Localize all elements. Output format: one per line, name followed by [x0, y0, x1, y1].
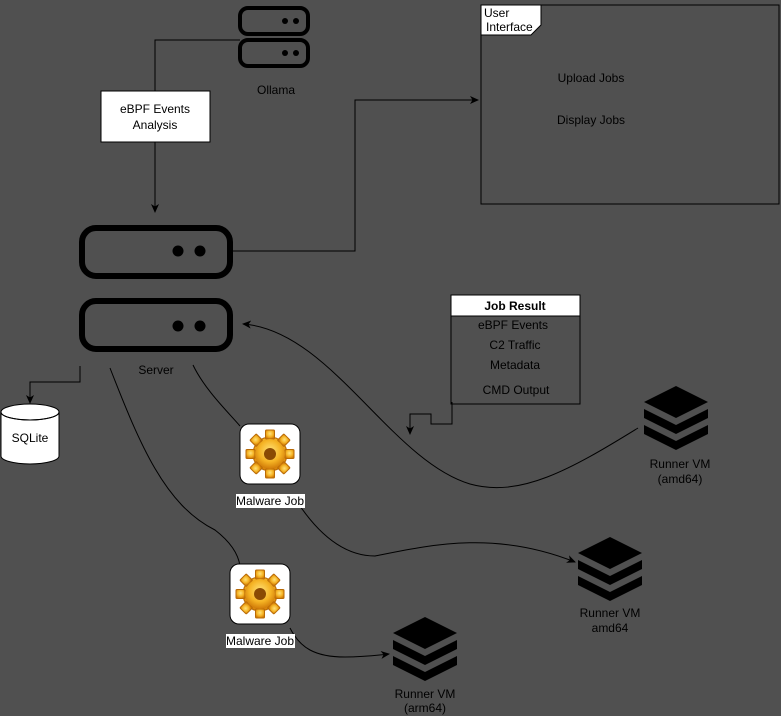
- server-icon: [79, 225, 233, 352]
- job-result-row: eBPF Events: [478, 318, 548, 332]
- server-to-malware-job-1-connector: [192, 364, 241, 427]
- server-to-ui-connector: [232, 96, 479, 252]
- malware-job-2-to-runner-connector: [289, 627, 390, 659]
- stack-icon: [578, 537, 642, 601]
- server-label: Server: [138, 363, 173, 377]
- runner-amd64-mid-line1: Runner VM: [580, 606, 641, 620]
- server-to-sqlite-connector: [26, 366, 81, 404]
- server-to-malware-job-2-connector: [109, 367, 241, 567]
- job-result-row: C2 Traffic: [489, 338, 540, 352]
- server-node[interactable]: Server: [79, 225, 233, 377]
- server-icon: [238, 6, 310, 68]
- user-interface-frame[interactable]: User Interface Upload Jobs Display Jobs: [480, 4, 780, 205]
- ui-title-tab: [480, 4, 542, 36]
- database-icon: [0, 403, 60, 465]
- runner-amd64-to-server-connector: [242, 320, 639, 489]
- ollama-label: Ollama: [257, 83, 295, 97]
- gear-icon: [245, 429, 295, 479]
- malware-job-1-label: Malware Job: [236, 494, 304, 508]
- ollama-node[interactable]: Ollama: [238, 6, 310, 97]
- runner-amd64-top-line2: (amd64): [658, 472, 703, 486]
- job-result-title: Job Result: [484, 299, 545, 313]
- malware-job-2-label: Malware Job: [226, 634, 294, 648]
- runner-amd64-mid-node[interactable]: Runner VM amd64: [578, 537, 642, 635]
- analysis-line1: eBPF Events: [120, 102, 190, 116]
- analysis-box[interactable]: eBPF Events Analysis: [100, 90, 211, 143]
- job-result-box[interactable]: Job Result eBPF Events C2 Traffic Metada…: [450, 294, 581, 405]
- gear-icon: [235, 569, 285, 619]
- runner-arm64-line1: Runner VM: [395, 687, 456, 701]
- malware-job-1-to-runner-connector: [299, 505, 576, 563]
- ui-title-line2: Interface: [486, 20, 533, 34]
- job-result-row: CMD Output: [483, 383, 550, 397]
- sqlite-node[interactable]: SQLite: [0, 403, 60, 465]
- runner-arm64-node[interactable]: Runner VM (arm64): [393, 617, 457, 715]
- malware-job-2-node[interactable]: Malware Job: [226, 563, 295, 648]
- job-result-connector: [406, 402, 453, 435]
- runner-amd64-top-line1: Runner VM: [650, 457, 711, 471]
- stack-icon: [644, 386, 708, 450]
- malware-job-1-node[interactable]: Malware Job: [236, 423, 305, 508]
- ui-display-jobs[interactable]: Display Jobs: [557, 113, 625, 127]
- sqlite-label: SQLite: [12, 431, 49, 445]
- runner-amd64-top-node[interactable]: Runner VM (amd64): [644, 386, 710, 486]
- ollama-to-server-connector: [151, 39, 240, 213]
- ui-title-line1: User: [484, 6, 509, 20]
- runner-arm64-line2: (arm64): [404, 701, 446, 715]
- stack-icon: [393, 617, 457, 681]
- ui-upload-jobs[interactable]: Upload Jobs: [558, 71, 625, 85]
- runner-amd64-mid-line2: amd64: [592, 621, 629, 635]
- job-result-row: Metadata: [490, 358, 540, 372]
- analysis-line2: Analysis: [133, 118, 178, 132]
